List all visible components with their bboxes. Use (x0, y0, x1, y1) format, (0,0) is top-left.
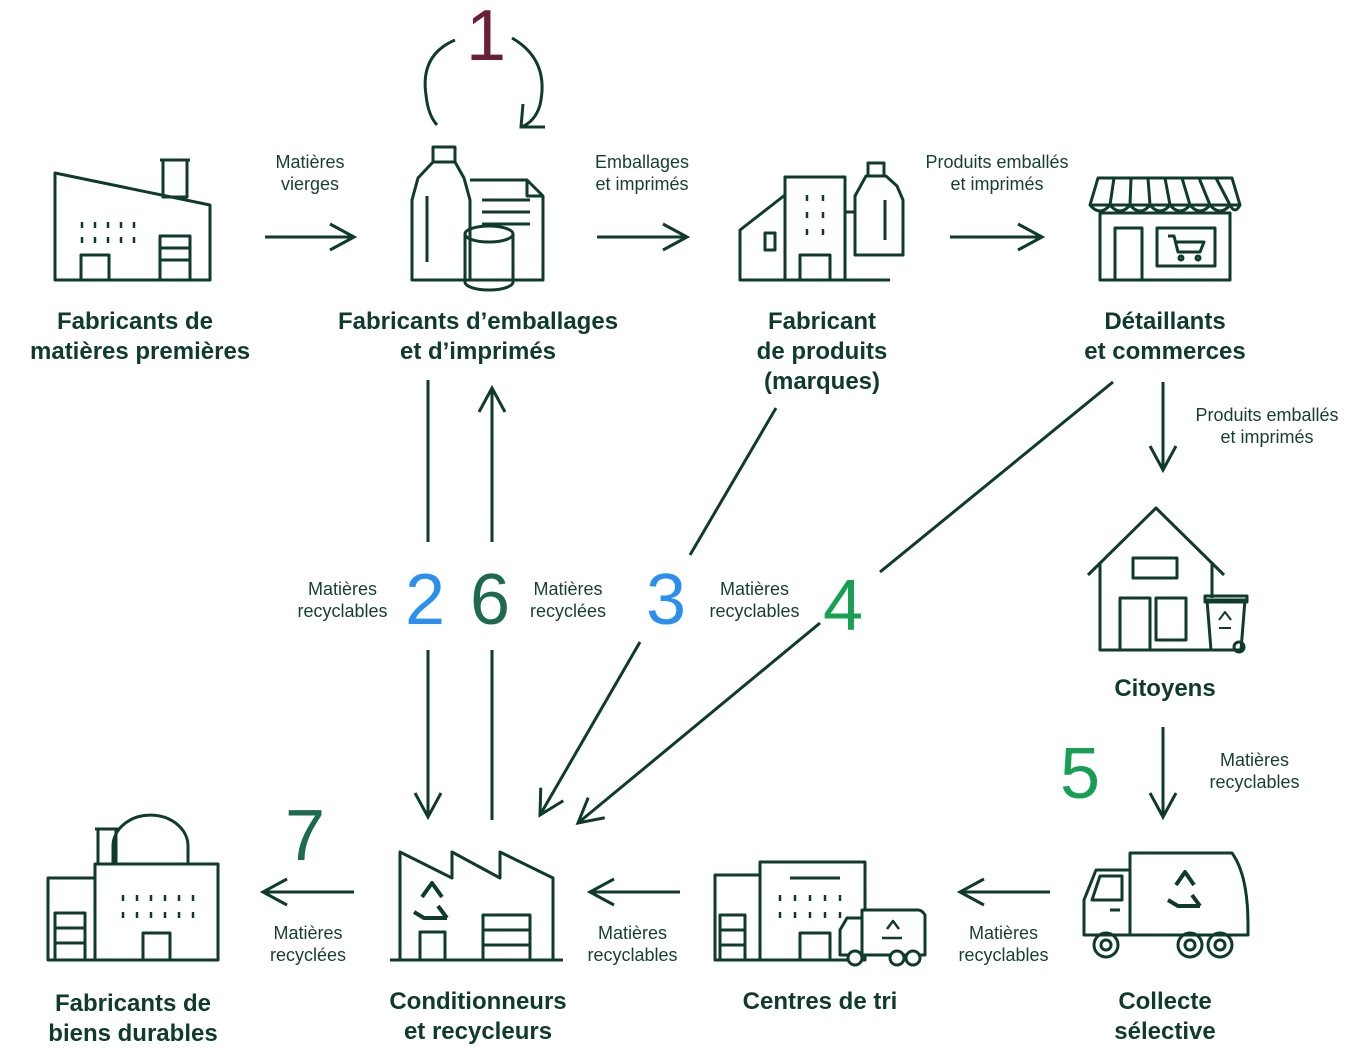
sorting-center-icon (713, 860, 927, 967)
flow-label-line: recyclables (297, 601, 388, 621)
flow-label-line: Matières (968, 923, 1039, 943)
node-recyclers: Conditionneurs et recycleurs (363, 987, 593, 1047)
arrow-loop-1-tip (519, 103, 545, 129)
flow-label-products-citizens: Produits emballés et imprimés (1177, 404, 1352, 448)
flow-label-line: Matières (1219, 750, 1290, 770)
step-2: 2 (405, 560, 446, 640)
flow-label-line: et imprimés (595, 174, 689, 194)
flow-label-line: recyclables (958, 945, 1049, 965)
step-7: 7 (285, 796, 326, 876)
node-title-line: de produits (756, 338, 888, 365)
flow-label-products: Produits emballés et imprimés (907, 151, 1087, 195)
flow-label-line: Produits emballés (1195, 405, 1339, 425)
arrow-retail-recyclers (578, 621, 821, 823)
node-packaging: Fabricants d’emballages et d’imprimés (318, 307, 638, 367)
flow-label-2: Matières recyclables (285, 578, 400, 622)
node-title-line: Centres de tri (742, 988, 898, 1015)
factory-icon (53, 158, 212, 282)
node-title-line: et recycleurs (403, 1018, 553, 1045)
step-3: 3 (646, 560, 687, 640)
flow-label-line: recyclables (709, 601, 800, 621)
step-4: 4 (823, 566, 864, 646)
node-title-line: (marques) (763, 368, 881, 395)
flow-label-line: vierges (280, 174, 340, 194)
packaging-icon (410, 145, 545, 292)
step-5: 5 (1060, 734, 1101, 814)
node-title-line: Fabricants d’emballages (337, 308, 619, 335)
house-icon (1086, 506, 1249, 654)
flow-label-line: Emballages (594, 152, 690, 172)
arrow-brands-recyclers-top (688, 407, 778, 556)
step-1: 1 (466, 0, 507, 76)
flow-label-line: Matières (533, 579, 603, 599)
arrow-retail-recyclers-top (879, 380, 1114, 574)
node-title-line: sélective (1114, 1018, 1216, 1045)
flow-label-packaging: Emballages et imprimés (572, 151, 712, 195)
flow-label-7: Matières recyclées (253, 922, 363, 966)
arrow-loop-1-head (511, 36, 544, 129)
flow-label-line: et imprimés (1220, 427, 1314, 447)
node-title-line: et commerces (1084, 338, 1246, 365)
flow-label-line: recyclées (269, 945, 347, 965)
node-retailers: Détaillants et commerces (1060, 307, 1270, 367)
arrow-brands-recyclers (540, 641, 642, 815)
node-title-line: matières premières (30, 338, 251, 365)
flow-label-line: Matières (307, 579, 378, 599)
flow-label-line: Matières (273, 923, 343, 943)
flow-label-collect-sort: Matières recyclables (946, 922, 1061, 966)
store-icon (1088, 176, 1242, 282)
flow-label-line: Matières (719, 579, 790, 599)
node-title-line: Fabricant (767, 308, 877, 335)
node-citizens: Citoyens (1080, 674, 1250, 704)
flow-label-sort-recycler: Matières recyclables (575, 922, 690, 966)
node-title-line: et d’imprimés (399, 338, 557, 365)
flow-label-line: recyclables (587, 945, 678, 965)
node-title-line: Fabricants de (54, 990, 212, 1017)
node-title-line: Fabricants de (56, 308, 214, 335)
node-title-line: biens durables (48, 1020, 218, 1047)
node-raw-materials: Fabricants de matières premières (30, 307, 251, 367)
step-6: 6 (470, 560, 511, 640)
durable-goods-factory-icon (46, 813, 220, 962)
node-durables: Fabricants de biens durables (28, 989, 238, 1049)
flow-label-6: Matières recyclées (518, 578, 618, 622)
arrow-loop-1 (423, 38, 456, 127)
flow-label-virgin: Matières vierges (250, 151, 370, 195)
node-brands: Fabricant de produits (marques) (722, 307, 922, 397)
recycling-truck-icon (1082, 851, 1250, 959)
flow-label-3: Matières recyclables (697, 578, 812, 622)
brand-products-icon (738, 161, 905, 282)
flow-label-line: recyclées (529, 601, 607, 621)
flow-label-line: Produits emballés (925, 152, 1069, 172)
recycling-plant-icon (390, 850, 563, 962)
node-title-line: Citoyens (1114, 675, 1216, 702)
node-title-line: Collecte (1118, 988, 1212, 1015)
node-sorting: Centres de tri (720, 987, 920, 1017)
node-title-line: Conditionneurs (389, 988, 567, 1015)
flow-label-line: recyclables (1209, 772, 1300, 792)
node-collection: Collecte sélective (1080, 987, 1250, 1047)
flow-label-line: Matières (597, 923, 668, 943)
flow-label-line: Matières (275, 152, 345, 172)
node-title-line: Détaillants (1104, 308, 1226, 335)
flow-label-5: Matières recyclables (1197, 749, 1312, 793)
flow-label-line: et imprimés (950, 174, 1044, 194)
